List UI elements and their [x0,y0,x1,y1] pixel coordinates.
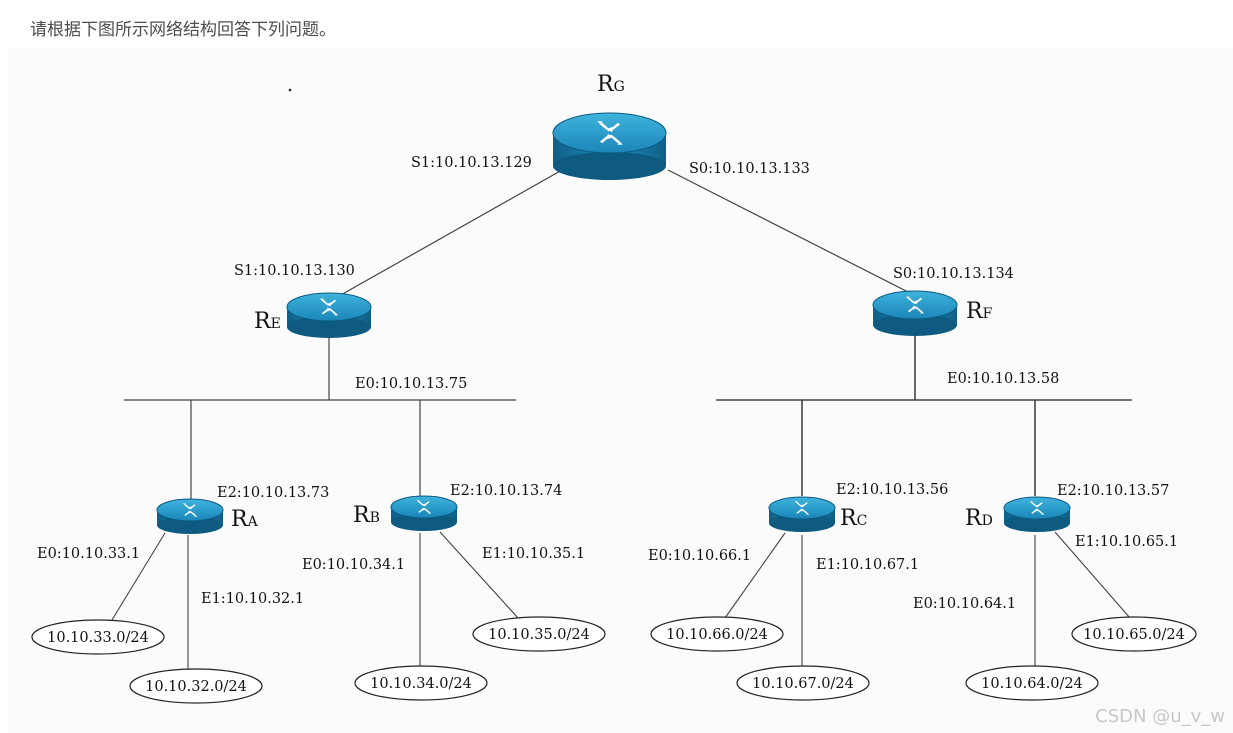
router-name-rg: RG [597,72,625,97]
router-name-re: RE [254,309,281,334]
router-top [286,292,372,322]
net-35-shape [472,616,606,652]
label-ra-e0: E0:10.10.33.1 [37,546,140,562]
link-rg-re [331,169,563,301]
lan-buses [124,336,1132,500]
label-rb-e2: E2:10.10.13.74 [450,483,562,499]
router-base [1004,514,1070,532]
router-top [552,112,667,154]
question-text: 请根据下图所示网络结构回答下列问题。 [30,20,336,40]
router-top [872,290,958,320]
router-re [286,292,372,338]
label-rg-s1: S1:10.10.13.129 [411,155,532,171]
net-64-label: 10.10.64.0/24 [981,676,1083,692]
router-name-ra: RA [231,507,259,532]
label-rf-s0: S0:10.10.13.134 [893,266,1014,282]
net-65-shape [1071,616,1197,652]
net-66-shape [650,616,784,652]
link-ra-33 [111,532,166,621]
label-ra-e1: E1:10.10.32.1 [201,591,304,607]
net-35-label: 10.10.35.0/24 [488,627,590,643]
router-base [769,514,835,532]
net-65-label: 10.10.65.0/24 [1083,627,1185,643]
net-32-label: 10.10.32.0/24 [145,679,247,695]
net-32-shape [129,668,263,704]
router-top [390,495,458,519]
router-top [768,496,836,520]
net-66-label: 10.10.66.0/24 [666,627,768,643]
label-rc-e1: E1:10.10.67.1 [816,557,919,573]
router-top [156,498,224,522]
label-rb-e0: E0:10.10.34.1 [302,557,405,573]
link-rb-35 [439,531,519,619]
label-re-s1: S1:10.10.13.130 [234,263,355,279]
wan-links [331,169,909,301]
router-base [157,516,223,534]
net-64-shape [965,665,1099,701]
router-rg [552,112,667,180]
csdn-watermark: CSDN @u_v_w [1095,706,1225,727]
router-top [1003,496,1071,520]
net-33-label: 10.10.33.0/24 [47,630,149,646]
stray-dot [288,88,292,92]
network-ellipses [31,616,1197,704]
net-67-shape [736,665,870,701]
link-rc-66 [724,532,786,619]
label-rd-e0: E0:10.10.64.1 [913,596,1016,612]
net-67-label: 10.10.67.0/24 [752,676,854,692]
link-rd-65 [1054,531,1131,619]
router-base [391,513,457,531]
router-name-rc: RC [840,506,867,531]
router-base [287,316,371,338]
router-base [553,152,666,180]
label-rg-s0: S0:10.10.13.133 [689,161,810,177]
label-rf-e0: E0:10.10.13.58 [947,371,1059,387]
label-ra-e2: E2:10.10.13.73 [217,485,329,501]
router-rd [1003,496,1071,532]
label-re-e0: E0:10.10.13.75 [355,376,467,392]
router-rb [390,495,458,531]
router-rf [872,290,958,336]
label-rd-e2: E2:10.10.13.57 [1057,483,1169,499]
net-33-shape [31,619,165,655]
router-name-rf: RF [966,299,993,324]
router-ra [156,498,224,534]
label-rc-e2: E2:10.10.13.56 [836,482,948,498]
router-base [873,314,957,336]
link-rg-rf [667,169,909,293]
label-rd-e1: E1:10.10.65.1 [1075,534,1178,550]
net-34-shape [354,665,488,701]
net-34-label: 10.10.34.0/24 [370,676,472,692]
label-rc-e0: E0:10.10.66.1 [648,548,751,564]
router-name-rd: RD [965,506,993,531]
router-name-rb: RB [353,503,380,528]
label-rb-e1: E1:10.10.35.1 [482,546,585,562]
stub-links [111,531,1131,670]
router-rc [768,496,836,532]
